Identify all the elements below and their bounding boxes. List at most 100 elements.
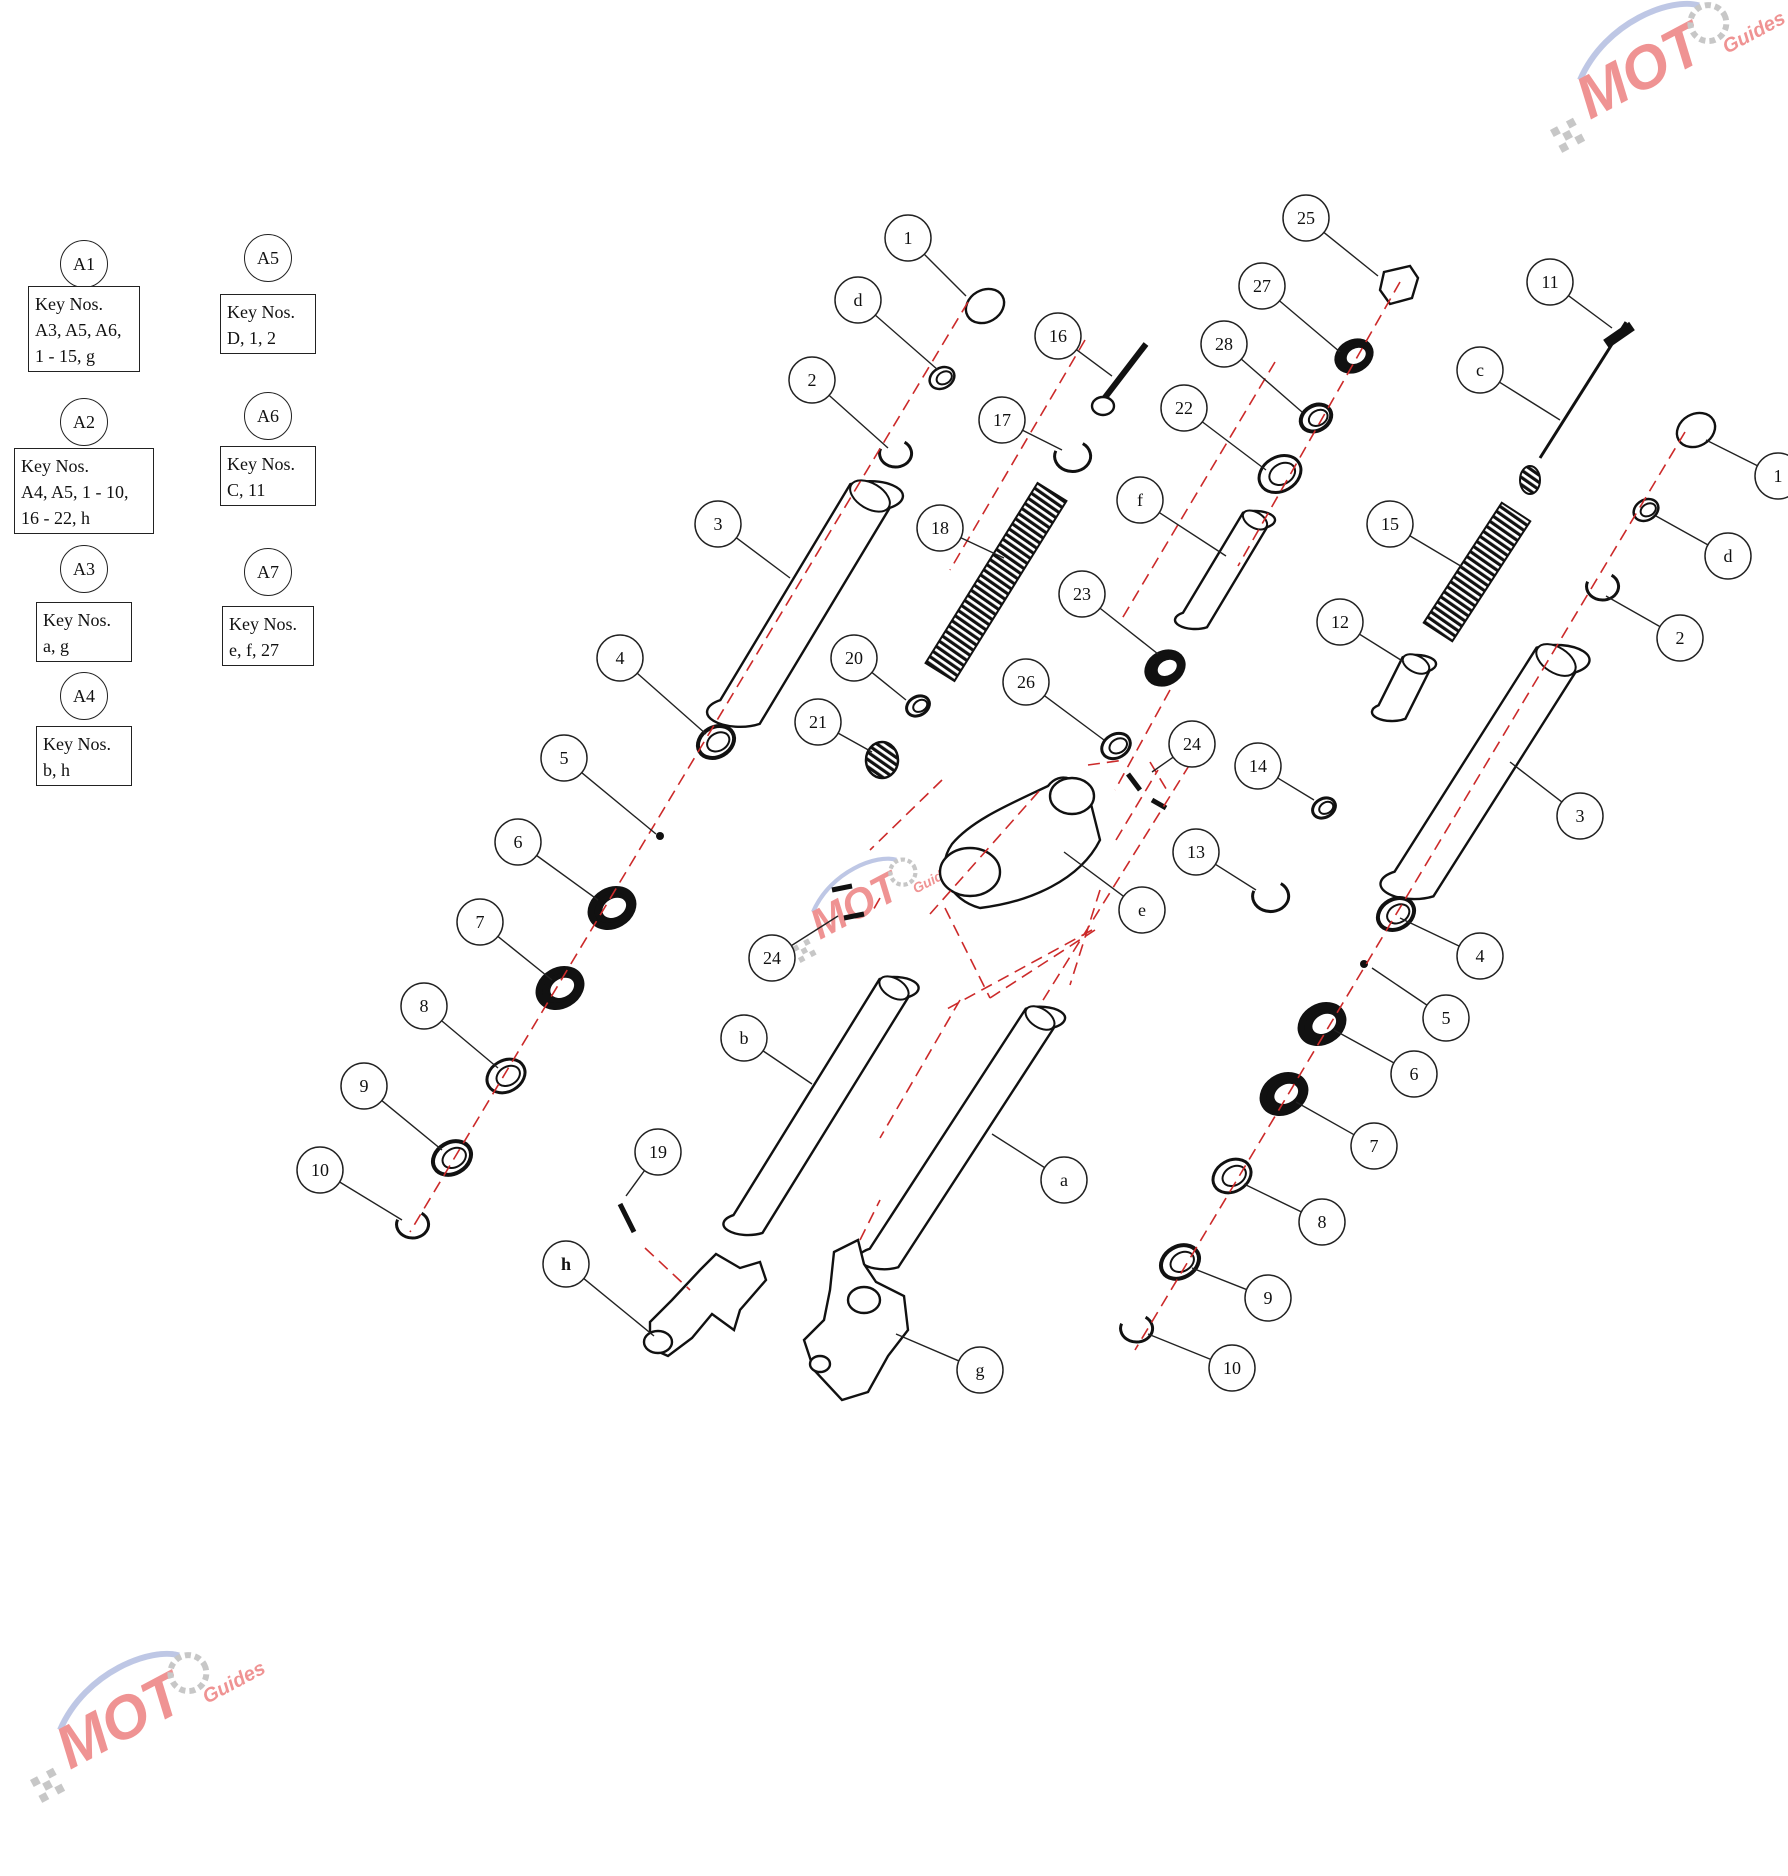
oil-seal-r-inner (1310, 1011, 1339, 1036)
callout-circle (1526, 258, 1574, 306)
watermark-flag (803, 938, 811, 946)
spring-15 (1422, 501, 1532, 643)
callout-d: d (1704, 532, 1752, 580)
callout-10: 10 (1208, 1344, 1256, 1392)
leader-line (895, 1333, 960, 1362)
callout-19: 19 (634, 1128, 682, 1176)
callout-13: 13 (1172, 828, 1220, 876)
key-box-a6: Key Nos.C, 11 (220, 446, 316, 506)
axis-line (1134, 431, 1686, 1351)
callout-11: 11 (1526, 258, 1574, 306)
callout-label: d (854, 290, 863, 310)
callout-label: 2 (808, 370, 817, 390)
leader-line (1295, 1101, 1355, 1136)
watermark-brand: MOT (1565, 8, 1718, 132)
axis-line (1115, 769, 1159, 841)
leader-line (1409, 535, 1465, 569)
callout-label: 10 (311, 1160, 329, 1180)
callout-5: 5 (540, 734, 588, 782)
leader-line (1240, 358, 1303, 413)
axis-line (1069, 889, 1101, 986)
callout-label: 1 (1774, 466, 1783, 486)
washer-28-inner (1307, 408, 1329, 427)
callout-circle (720, 1014, 768, 1062)
callout-label: 25 (1297, 208, 1315, 228)
leader-line (1022, 429, 1063, 451)
spring-seat (905, 694, 931, 718)
axis-line (879, 999, 961, 1139)
pinch-bolt-b (843, 911, 865, 921)
watermark-gear-icon (1687, 2, 1730, 45)
washer-inner (495, 1064, 521, 1087)
oil-seal-r (1297, 1002, 1347, 1046)
callout-label: 10 (1223, 1358, 1241, 1378)
callout-label: a (1060, 1170, 1068, 1190)
seal-23 (1144, 649, 1186, 687)
leader-line (791, 915, 839, 947)
fork-bore-g (846, 1285, 882, 1315)
circlip (1053, 442, 1093, 474)
callout-8: 8 (1298, 1198, 1346, 1246)
callout-circle (596, 634, 644, 682)
leader-line (1499, 381, 1561, 421)
leader-line (1371, 967, 1428, 1006)
callout-label: 22 (1175, 398, 1193, 418)
key-box-line: Key Nos. (21, 456, 89, 476)
callout-label: f (1137, 490, 1143, 510)
callout-14: 14 (1234, 742, 1282, 790)
outer-spring-tube-body (705, 480, 905, 728)
callout-label: 6 (514, 832, 523, 852)
callout-label: 3 (1576, 806, 1585, 826)
piston-12-end (1401, 653, 1431, 675)
axis-line (871, 897, 881, 913)
callout-label: g (976, 1360, 985, 1380)
callout-circle (1366, 500, 1414, 548)
ring-14 (1311, 796, 1337, 820)
watermark-flag (1562, 129, 1573, 141)
callout-label: 4 (1476, 946, 1485, 966)
callout-7: 7 (1350, 1122, 1398, 1170)
inner-tube-b-end (878, 975, 910, 1001)
washer-r (1211, 1157, 1253, 1195)
key-box-a5: Key Nos.D, 1, 2 (220, 294, 316, 354)
callout-3: 3 (694, 500, 742, 548)
callout-g: g (956, 1346, 1004, 1394)
callout-circle (400, 982, 448, 1030)
seal-23-inner (1155, 657, 1179, 678)
watermark-flag (45, 1767, 57, 1779)
axis-line (1237, 281, 1401, 567)
group-label-a1: A1 (60, 240, 108, 288)
bush (695, 724, 737, 760)
callout-circle (1208, 1344, 1256, 1392)
key-box-line: Key Nos. (229, 614, 297, 634)
adjuster-rod-11 (1603, 321, 1635, 349)
leader-line (1605, 595, 1661, 628)
spring-collar (864, 740, 900, 780)
spacer-tube-f (1173, 509, 1277, 631)
axis-line (1149, 761, 1169, 793)
leader-line (1277, 777, 1315, 801)
watermark-flag (809, 949, 817, 958)
axis-line (859, 1199, 881, 1241)
callout-circle (916, 504, 964, 552)
callout-label: 24 (1183, 734, 1201, 754)
leader-line (1279, 300, 1341, 353)
leader-line (441, 1020, 499, 1069)
fork-bottom-h (648, 1252, 768, 1358)
key-box-line: Key Nos. (35, 294, 103, 314)
outer-spring-tube-end (849, 479, 891, 513)
callout-circle (1350, 1122, 1398, 1170)
parts-layer (395, 264, 1717, 1402)
callout-a: a (1040, 1156, 1088, 1204)
callout-26: 26 (1002, 658, 1050, 706)
watermark-sub: Guides (1719, 7, 1788, 58)
key-box-a7: Key Nos.e, f, 27 (222, 606, 314, 666)
clamp-bore-right (1048, 776, 1096, 816)
leader-line (1215, 863, 1257, 891)
washer-26-inner (1108, 737, 1128, 755)
callouts: 1d2345678910161718202125272822f23262424e… (296, 194, 1788, 1394)
axle-boss-h (642, 1329, 674, 1355)
watermark-flag (1549, 126, 1561, 138)
watermark-flag (1558, 142, 1570, 153)
dust-seal-r (1259, 1072, 1309, 1116)
